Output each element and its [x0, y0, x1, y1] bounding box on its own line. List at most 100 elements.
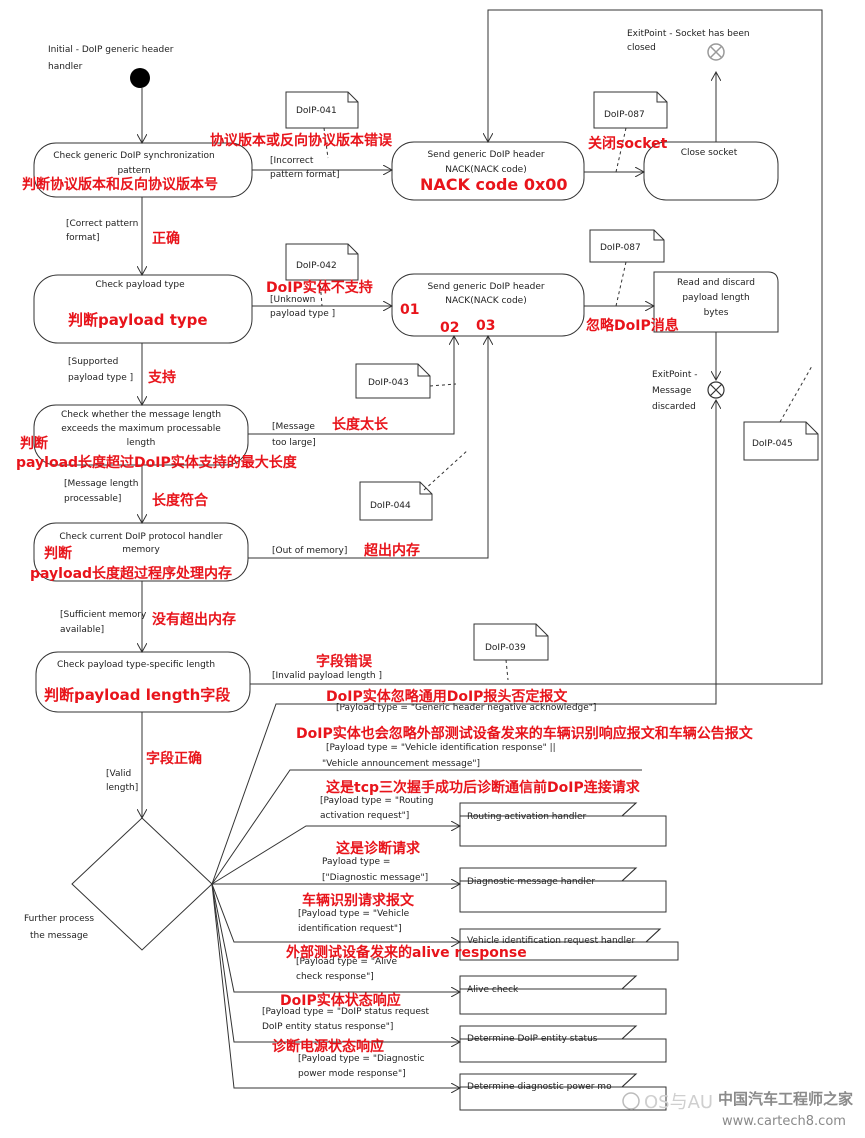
- annotation-field-correct: 字段正确: [146, 750, 202, 767]
- annotation-diag-req: 这是诊断请求: [336, 840, 421, 857]
- note-doip-041: [285, 91, 359, 129]
- note-doip-044-label: DoIP-044: [370, 501, 411, 511]
- guard-power-2: power mode response"]: [298, 1069, 406, 1079]
- annotation-supported: 支持: [147, 369, 176, 386]
- guard-vid-resp-2: "Vehicle announcement message"]: [322, 759, 480, 769]
- annotation-length-exceeds-entity: payload长度超过DoIP实体支持的最大长度: [16, 454, 298, 471]
- note-link-041: [323, 127, 329, 159]
- guard-processable: [Message length: [64, 479, 139, 489]
- handler-power-mode-label: Determine diagnostic power mo: [467, 1082, 612, 1092]
- read-discard-label-2: payload length: [682, 293, 749, 303]
- guard-power: [Payload type = "Diagnostic: [298, 1054, 425, 1064]
- handler-entity-status-label: Determine DoIP entity status: [467, 1034, 598, 1044]
- note-link-044: [423, 449, 469, 491]
- exit-socket-label-2: closed: [627, 43, 656, 53]
- annotation-code-01: 01: [400, 302, 419, 318]
- note-doip-041-label: DoIP-041: [296, 106, 337, 116]
- exit-point-message-discarded: [707, 381, 725, 399]
- annotation-field-error: 字段错误: [316, 653, 373, 670]
- annotation-judge-1: 判断: [20, 435, 48, 452]
- flow-specific-to-nack-top: [250, 9, 823, 685]
- flow-memory-to-nack: [248, 336, 488, 559]
- note-doip-045-label: DoIP-045: [752, 439, 793, 449]
- guard-valid: [Valid: [106, 769, 131, 779]
- watermark: OS与AU 中国汽车工程师之家 www.cartech8.com: [622, 1090, 853, 1129]
- annotation-check-length-field: 判断payload length字段: [44, 686, 230, 704]
- handler-vehicle-id: [459, 928, 679, 961]
- annotation-ignore-vid: DoIP实体也会忽略外部测试设备发来的车辆识别响应报文和车辆公告报文: [296, 725, 754, 742]
- read-discard-label-3: bytes: [704, 308, 729, 318]
- flow-length-to-nack: [248, 336, 454, 435]
- annotation-check-payload-type: 判断payload type: [68, 311, 208, 329]
- annotation-not-supported: DoIP实体不支持: [266, 279, 373, 296]
- check-memory-label: Check current DoIP protocol handler: [59, 532, 222, 542]
- annotation-code-02: 02: [440, 320, 459, 336]
- note-doip-039: [473, 623, 549, 661]
- watermark-left: OS与AU: [644, 1092, 713, 1113]
- close-socket-label: Close socket: [681, 148, 738, 158]
- check-sync-label-2: pattern: [117, 166, 150, 176]
- annotation-alive-resp: 外部测试设备发来的alive response: [286, 944, 527, 961]
- guard-out-of-memory: [Out of memory]: [272, 546, 347, 556]
- note-link-045: [779, 365, 813, 423]
- annotation-nack-code: NACK code 0x00: [420, 175, 568, 194]
- flow-decision-power: [211, 883, 460, 1088]
- annotation-ignore-negack: DoIP实体忽略通用DoIP报头否定报文: [326, 688, 568, 705]
- send-nack-top-label-2: NACK(NACK code): [445, 165, 526, 175]
- annotation-length-exceeds-memory: payload长度超过程序处理内存: [30, 565, 232, 582]
- guard-unknown: [Unknown: [270, 295, 315, 305]
- note-doip-039-label: DoIP-039: [485, 643, 526, 653]
- annotation-status-resp: DoIP实体状态响应: [280, 992, 401, 1009]
- guard-incorrect-2: pattern format]: [270, 170, 339, 180]
- check-memory-label-2: memory: [122, 545, 160, 555]
- guard-status-2: DoIP entity status response"]: [262, 1022, 393, 1032]
- send-nack-mid-label-2: NACK(NACK code): [445, 296, 526, 306]
- guard-vid-resp: [Payload type = "Vehicle identification …: [326, 743, 556, 753]
- guard-diag: Payload type =: [322, 857, 390, 867]
- flow-decision-alive: [211, 883, 460, 992]
- guard-supported: [Supported: [68, 357, 118, 367]
- guard-supported-2: payload type ]: [68, 373, 133, 383]
- flow-decision-vid-resp: [211, 769, 642, 885]
- note-link-042: [319, 279, 323, 307]
- annotation-out-of-memory: 超出内存: [363, 542, 420, 559]
- guard-routing: [Payload type = "Routing: [320, 796, 433, 806]
- note-doip-087-mid: [589, 229, 665, 263]
- annotation-too-long: 长度太长: [332, 416, 389, 433]
- handler-routing-label: Routing activation handler: [467, 812, 586, 822]
- annotation-close-socket: 关闭socket: [588, 135, 668, 152]
- annotation-judge-2: 判断: [44, 545, 72, 562]
- note-link-087-top: [615, 127, 627, 173]
- guard-diag-2: ["Diagnostic message"]: [322, 873, 428, 883]
- note-doip-043-label: DoIP-043: [368, 378, 409, 388]
- exit-message-label-3: discarded: [652, 402, 696, 412]
- annotation-version-error: 协议版本或反向协议版本错误: [210, 132, 393, 149]
- guard-alive-2: check response"]: [296, 972, 374, 982]
- annotation-length-ok: 长度符合: [152, 492, 209, 509]
- handler-vehicle-id-label: Vehicle identification request handler: [467, 936, 636, 946]
- flow-decision-negack: [211, 400, 716, 885]
- decision-node: [71, 817, 213, 951]
- note-link-039: [505, 659, 509, 681]
- note-doip-043: [355, 363, 431, 399]
- guard-vid-req: [Payload type = "Vehicle: [298, 909, 410, 919]
- exit-point-socket-closed: [707, 43, 725, 61]
- decision-label: Further process: [24, 914, 94, 924]
- guard-too-large: [Message: [272, 422, 315, 432]
- initial-node: [130, 68, 150, 88]
- handler-routing: [459, 802, 667, 847]
- note-doip-087-mid-label: DoIP-087: [600, 243, 641, 253]
- note-doip-042: [285, 243, 359, 281]
- read-discard-node: [653, 271, 779, 333]
- initial-label-2: handler: [48, 62, 83, 72]
- guard-vid-req-2: identification request"]: [298, 924, 402, 934]
- note-doip-087-top: [593, 91, 668, 129]
- check-specific-length-label: Check payload type-specific length: [57, 660, 215, 670]
- handler-diagnostic-label: Diagnostic message handler: [467, 877, 595, 887]
- note-link-043: [429, 383, 457, 387]
- guard-routing-2: activation request"]: [320, 811, 409, 821]
- check-length-label: Check whether the message length: [61, 410, 221, 420]
- check-length-label-3: length: [127, 438, 156, 448]
- exit-message-label-2: Message: [652, 386, 692, 396]
- watermark-logo-icon: [622, 1092, 640, 1110]
